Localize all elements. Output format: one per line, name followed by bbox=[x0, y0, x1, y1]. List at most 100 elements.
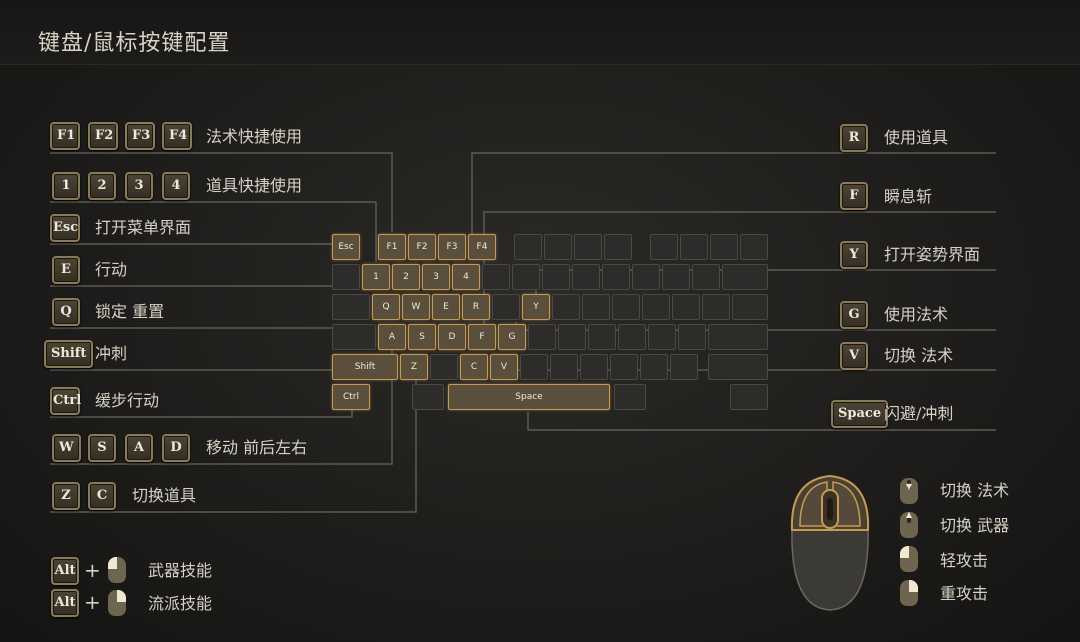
kb-blank bbox=[730, 384, 768, 410]
kb-blank bbox=[740, 234, 768, 260]
kb-blank bbox=[610, 354, 638, 380]
kb-blank bbox=[692, 264, 720, 290]
kb-c[interactable]: C bbox=[460, 354, 488, 380]
kb-v[interactable]: V bbox=[490, 354, 518, 380]
kb-s[interactable]: S bbox=[408, 324, 436, 350]
action-label: 打开姿势界面 bbox=[884, 245, 981, 264]
key-alt[interactable]: Alt bbox=[51, 557, 79, 585]
key-q[interactable]: Q bbox=[52, 298, 80, 326]
kb-1[interactable]: 1 bbox=[362, 264, 390, 290]
key-4[interactable]: 4 bbox=[162, 172, 190, 200]
kb-space[interactable]: Space bbox=[448, 384, 610, 410]
kb-shift[interactable]: Shift bbox=[332, 354, 398, 380]
key-shift[interactable]: Shift bbox=[44, 340, 94, 368]
kb-blank bbox=[604, 234, 632, 260]
kb-g[interactable]: G bbox=[498, 324, 526, 350]
kb-q[interactable]: Q bbox=[372, 294, 400, 320]
action-label: 道具快捷使用 bbox=[206, 176, 303, 195]
key-g[interactable]: G bbox=[840, 301, 868, 329]
kb-d[interactable]: D bbox=[438, 324, 466, 350]
action-label: 切换 武器 bbox=[940, 516, 1010, 535]
kb-blank bbox=[678, 324, 706, 350]
kb-blank bbox=[710, 234, 738, 260]
key-space[interactable]: Space bbox=[831, 400, 889, 428]
key-f1[interactable]: F1 bbox=[50, 122, 80, 150]
kb-blank bbox=[572, 264, 600, 290]
key-w[interactable]: W bbox=[52, 434, 81, 462]
kb-blank bbox=[650, 234, 678, 260]
kb-f4[interactable]: F4 bbox=[468, 234, 496, 260]
kb-y[interactable]: Y bbox=[522, 294, 550, 320]
action-label: 移动 前后左右 bbox=[206, 438, 308, 457]
key-z[interactable]: Z bbox=[52, 482, 80, 510]
key-f2[interactable]: F2 bbox=[88, 122, 118, 150]
action-label: 闪避/冲刺 bbox=[884, 404, 954, 423]
kb-blank bbox=[332, 324, 376, 350]
kb-blank bbox=[558, 324, 586, 350]
kb-w[interactable]: W bbox=[402, 294, 430, 320]
kb-z[interactable]: Z bbox=[400, 354, 428, 380]
kb-3[interactable]: 3 bbox=[422, 264, 450, 290]
key-3[interactable]: 3 bbox=[125, 172, 153, 200]
mouse-left-click-icon bbox=[900, 546, 918, 572]
key-e[interactable]: E bbox=[52, 256, 80, 284]
key-2[interactable]: 2 bbox=[88, 172, 116, 200]
kb-e[interactable]: E bbox=[432, 294, 460, 320]
kb-4[interactable]: 4 bbox=[452, 264, 480, 290]
kb-blank bbox=[614, 384, 646, 410]
kb-blank bbox=[544, 234, 572, 260]
kb-blank bbox=[492, 294, 520, 320]
kb-f2[interactable]: F2 bbox=[408, 234, 436, 260]
kb-a[interactable]: A bbox=[378, 324, 406, 350]
key-esc[interactable]: Esc bbox=[50, 214, 80, 242]
key-ctrl[interactable]: Ctrl bbox=[50, 387, 81, 415]
kb-blank bbox=[430, 354, 458, 380]
kb-blank bbox=[732, 294, 768, 320]
action-label: 使用法术 bbox=[884, 305, 949, 324]
kb-f3[interactable]: F3 bbox=[438, 234, 466, 260]
kb-blank bbox=[648, 324, 676, 350]
mouse-scroll-down-icon: ▼ bbox=[900, 478, 918, 504]
key-alt[interactable]: Alt bbox=[51, 589, 79, 617]
action-label: 使用道具 bbox=[884, 128, 949, 147]
kb-blank bbox=[550, 354, 578, 380]
action-label: 切换 法术 bbox=[884, 346, 954, 365]
kb-blank bbox=[662, 264, 690, 290]
action-label: 轻攻击 bbox=[940, 551, 989, 570]
kb-2[interactable]: 2 bbox=[392, 264, 420, 290]
key-r[interactable]: R bbox=[840, 124, 868, 152]
plus-sign: + bbox=[84, 558, 101, 582]
kb-blank bbox=[672, 294, 700, 320]
mouse-diagram bbox=[790, 474, 870, 611]
kb-blank bbox=[702, 294, 730, 320]
key-d[interactable]: D bbox=[162, 434, 190, 462]
key-1[interactable]: 1 bbox=[52, 172, 80, 200]
key-f3[interactable]: F3 bbox=[125, 122, 155, 150]
kb-blank bbox=[582, 294, 610, 320]
page-title: 键盘/鼠标按键配置 bbox=[38, 31, 231, 56]
key-f[interactable]: F bbox=[840, 182, 868, 210]
kb-blank bbox=[514, 234, 542, 260]
kb-ctrl[interactable]: Ctrl bbox=[332, 384, 370, 410]
title-bar: 键盘/鼠标按键配置 bbox=[0, 0, 1080, 65]
kb-blank bbox=[542, 264, 570, 290]
kb-f[interactable]: F bbox=[468, 324, 496, 350]
key-y[interactable]: Y bbox=[840, 241, 868, 269]
key-f4[interactable]: F4 bbox=[162, 122, 192, 150]
kb-blank bbox=[680, 234, 708, 260]
kb-blank bbox=[520, 354, 548, 380]
key-c[interactable]: C bbox=[88, 482, 116, 510]
action-label: 切换 法术 bbox=[940, 481, 1010, 500]
key-a[interactable]: A bbox=[125, 434, 153, 462]
key-s[interactable]: S bbox=[88, 434, 116, 462]
kb-blank bbox=[642, 294, 670, 320]
action-label: 行动 bbox=[95, 260, 128, 279]
kb-r[interactable]: R bbox=[462, 294, 490, 320]
kb-blank bbox=[588, 324, 616, 350]
kb-f1[interactable]: F1 bbox=[378, 234, 406, 260]
action-label: 瞬息斩 bbox=[884, 187, 933, 206]
kb-esc[interactable]: Esc bbox=[332, 234, 360, 260]
key-v[interactable]: V bbox=[840, 342, 868, 370]
kb-blank bbox=[482, 264, 510, 290]
action-label: 流派技能 bbox=[148, 594, 213, 613]
